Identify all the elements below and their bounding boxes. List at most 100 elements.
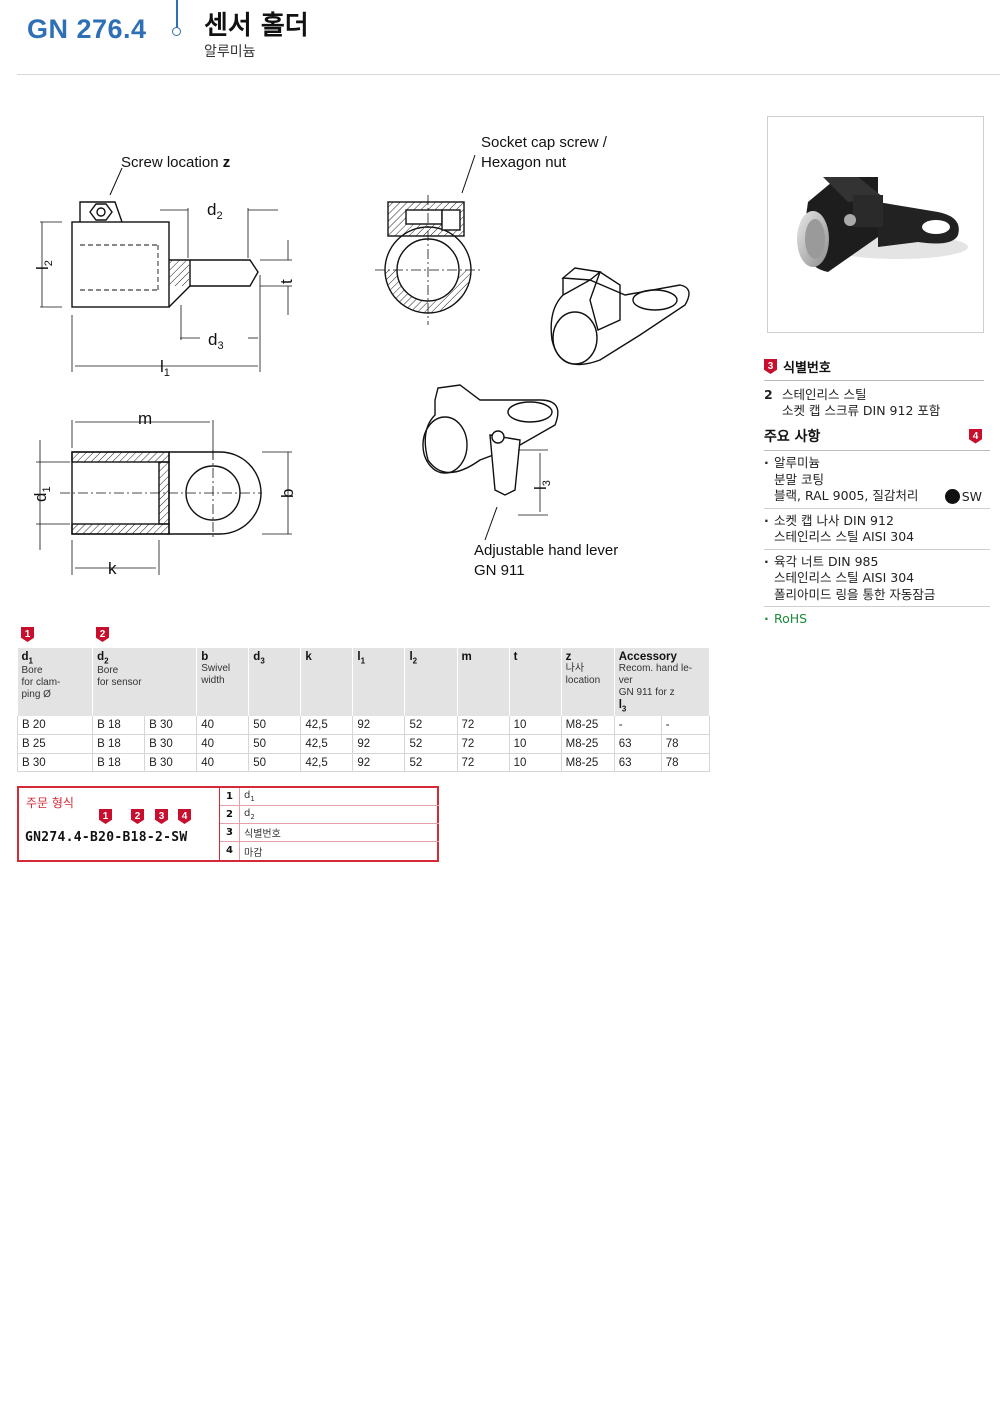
black-dot-icon [944,489,960,504]
product-code: GN 276.4 [27,14,147,44]
label-adjustable-lever: Adjustable hand lever [474,542,618,559]
table-cell: 72 [457,734,510,754]
feature-line: RoHS [774,611,808,626]
order-badge-4: 4 [178,809,191,824]
table-cell: 42,5 [300,716,354,736]
table-cell: 42,5 [300,734,354,754]
dim-b: b [278,489,297,498]
table-cell: 92 [352,753,406,773]
feature-line: 알루미늄 [774,455,821,470]
badge-3: 3 [764,359,777,374]
table-cell: 10 [509,716,562,736]
features-title: 주요 사항 [764,429,821,445]
table-cell: 78 [661,753,711,773]
order-badge-1: 1 [99,809,112,824]
iso-view-2-lever [489,434,521,496]
dim-l1: l1 [160,357,170,379]
table-cell: B 18 [92,753,146,773]
table-cell: 42,5 [300,753,354,773]
badge-1: 1 [21,627,34,642]
table-cell: B 30 [16,753,94,773]
header-t: t [509,648,562,717]
table-cell: 50 [248,716,302,736]
identification-number: 2 [764,387,773,402]
feature-line: 분말 코팅 [774,471,824,487]
dim-k: k [108,559,117,578]
table-cell: B 20 [16,716,94,736]
dim-d3: d3 [208,330,224,352]
header-divider [17,74,1000,75]
label-socket-cap-screw: Socket cap screw / [481,134,608,151]
identification-line: 소켓 캡 스크류 DIN 912 포함 [782,403,941,418]
feature-line: 스테인리스 스틸 AISI 304 [774,570,915,585]
feature-item: 소켓 캡 나사 DIN 912 스테인리스 스틸 AISI 304 [764,509,990,550]
badge-4: 4 [969,428,982,444]
table-cell: 78 [661,734,711,754]
table-cell: 50 [248,734,302,754]
finish-sw-swatch: SW [944,489,982,504]
iso-view-2-bore [422,416,468,474]
table-cell: B 30 [144,716,198,736]
product-photo [767,116,984,333]
table-cell: 92 [352,734,406,754]
table-cell: B 18 [92,734,146,754]
feature-line: 스테인리스 스틸 AISI 304 [774,529,915,544]
table-cell: M8-25 [561,753,615,773]
order-title: 주문 형식 [26,796,74,810]
label-gn911: GN 911 [474,562,525,579]
table-cell: 52 [404,716,458,736]
features-heading: 주요 사항 4 [764,426,990,451]
top-view-screw-head [96,207,106,217]
table-cell: 72 [457,716,510,736]
dim-d1: d1 [31,486,53,502]
table-cell: 40 [196,716,250,736]
iso-view-1-body [550,278,690,366]
header-d3: d3 [248,648,302,717]
table-cell: - [614,716,662,736]
table-cell: B 18 [92,716,146,736]
table-cell: B 25 [16,734,94,754]
label-screw-location: Screw location z [121,154,230,171]
header-k: k [300,648,354,717]
feature-line: 소켓 캡 나사 DIN 912 [774,512,894,528]
feature-line: 육각 너트 DIN 985 [774,553,879,569]
top-view-arm [168,259,259,308]
top-view-body [71,221,170,308]
feature-line: 폴리아미드 링을 통한 자동잠금 [774,586,936,602]
badge-2: 2 [96,627,109,642]
table-cell: 52 [404,734,458,754]
top-view-hex-nut [89,203,113,221]
order-code: GN274.4-B20-B18-2-SW [25,830,188,845]
dim-t: t [277,279,296,284]
iso-view-1-bore [552,311,598,365]
identification-item: 2 스테인리스 스틸 소켓 캡 스크류 DIN 912 포함 [764,381,984,419]
page-subtitle: 알루미늄 [204,44,256,60]
table-cell: 10 [509,753,562,773]
iso-view-2-body [424,384,559,474]
header-connector-line [176,0,178,28]
header-l1: l1 [352,648,406,717]
table-cell: - [661,716,711,736]
dim-d2: d2 [207,200,223,222]
order-badge-2: 2 [131,809,144,824]
top-view-screw-boss [79,201,123,223]
features-section: 주요 사항 4 알루미늄 분말 코팅 블랙, RAL 9005, 질감처리 SW… [764,426,990,631]
identification-heading: 3 식별번호 [764,357,984,381]
table-cell: 10 [509,734,562,754]
identification-title: 식별번호 [783,361,831,376]
finish-sw-label: SW [961,489,982,504]
